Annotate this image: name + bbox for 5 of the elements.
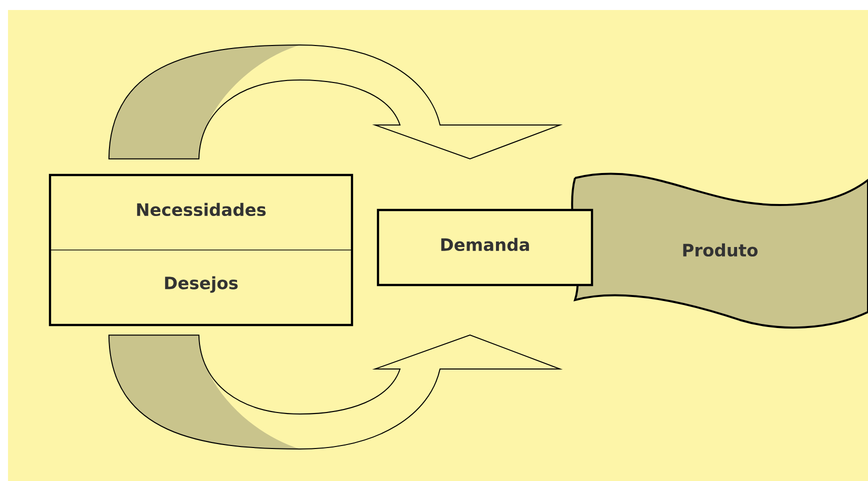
curved-block-arrow <box>108 44 560 160</box>
curved-block-arrow <box>108 334 560 450</box>
needs-box: Necessidades Desejos <box>48 174 354 326</box>
demand-box: Demanda <box>376 208 594 286</box>
product-banner: Produto <box>571 172 868 329</box>
